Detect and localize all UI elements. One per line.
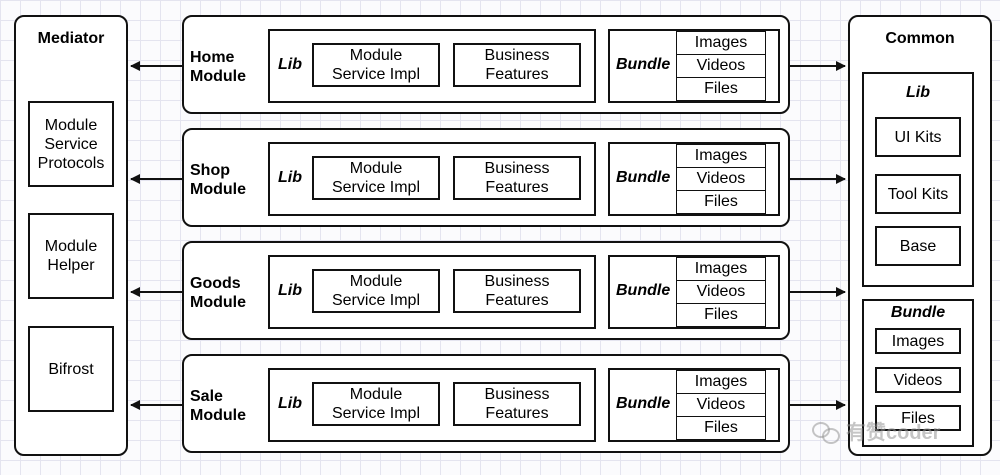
module-lib-box: Lib Module Service Impl Business Feature… — [268, 255, 596, 329]
watermark: 有赞coder — [812, 416, 940, 445]
module-bundle-item-images: Images — [676, 257, 766, 281]
module-bundle-item-files: Files — [676, 416, 766, 440]
common-bundle-box: Bundle Images Videos Files — [862, 299, 974, 447]
module-bundle-item-label: Images — [694, 34, 748, 51]
module-bundle-item-label: Files — [704, 193, 738, 210]
module-business-features-label: Business Features — [484, 273, 550, 309]
module-row: Goods Module Lib Module Service Impl Bus… — [182, 241, 790, 340]
module-lib-box: Lib Module Service Impl Business Feature… — [268, 142, 596, 216]
module-bundle-box: Bundle Images Videos Files — [608, 368, 780, 442]
common-bundle-item-files: Files — [875, 405, 961, 431]
module-business-features-label: Business Features — [484, 47, 550, 83]
common-bundle-label: Bundle — [890, 304, 946, 321]
module-bundle-box: Bundle Images Videos Files — [608, 29, 780, 103]
module-lib-label: Lib — [278, 56, 302, 73]
module-bundle-item-label: Videos — [696, 170, 746, 187]
mediator-item-label: Module Helper — [44, 238, 98, 274]
common-lib-item-base: Base — [875, 226, 961, 266]
module-bundle-item-label: Files — [704, 306, 738, 323]
common-lib-item-tool-kits: Tool Kits — [875, 174, 961, 214]
module-bundle-item-label: Images — [694, 260, 748, 277]
common-lib-box: Lib UI Kits Tool Kits Base — [862, 72, 974, 287]
mediator-item-bifrost: Bifrost — [28, 326, 114, 412]
module-bundle-item-videos: Videos — [676, 167, 766, 191]
common-lib-item-label: Tool Kits — [887, 185, 949, 203]
module-lib-box: Lib Module Service Impl Business Feature… — [268, 29, 596, 103]
common-panel: Common Lib UI Kits Tool Kits Base Bundle… — [848, 15, 992, 456]
module-bundle-box: Bundle Images Videos Files — [608, 255, 780, 329]
module-business-features: Business Features — [453, 382, 581, 426]
module-lib-label: Lib — [278, 169, 302, 186]
module-bundle-label: Bundle — [616, 169, 671, 186]
mediator-item-service-protocols: Module Service Protocols — [28, 101, 114, 187]
module-row: Shop Module Lib Module Service Impl Busi… — [182, 128, 790, 227]
common-lib-item-ui-kits: UI Kits — [875, 117, 961, 157]
module-bundle-item-label: Images — [694, 147, 748, 164]
module-bundle-item-label: Images — [694, 373, 748, 390]
module-name: Shop Module — [190, 162, 246, 198]
module-bundle-label: Bundle — [616, 282, 671, 299]
module-bundle-item-files: Files — [676, 303, 766, 327]
module-bundle-box: Bundle Images Videos Files — [608, 142, 780, 216]
module-business-features: Business Features — [453, 43, 581, 87]
common-lib-item-label: Base — [899, 237, 937, 255]
module-service-impl-label: Module Service Impl — [331, 273, 421, 309]
module-business-features-label: Business Features — [484, 160, 550, 196]
module-business-features: Business Features — [453, 156, 581, 200]
module-name: Home Module — [190, 49, 246, 85]
module-lib-label: Lib — [278, 395, 302, 412]
common-bundle-item-label: Files — [901, 409, 935, 427]
module-service-impl-label: Module Service Impl — [331, 160, 421, 196]
module-row: Home Module Lib Module Service Impl Busi… — [182, 15, 790, 114]
common-lib-item-label: UI Kits — [894, 128, 942, 146]
common-bundle-item-images: Images — [875, 328, 961, 354]
mediator-item-label: Bifrost — [48, 360, 94, 378]
module-bundle-item-files: Files — [676, 190, 766, 214]
module-bundle-item-label: Files — [704, 419, 738, 436]
module-bundle-item-videos: Videos — [676, 393, 766, 417]
common-title: Common — [885, 30, 955, 47]
common-lib-label: Lib — [906, 84, 930, 101]
module-name: Sale Module — [190, 388, 246, 424]
module-service-impl: Module Service Impl — [312, 43, 440, 87]
common-bundle-item-label: Videos — [893, 371, 943, 389]
module-bundle-item-files: Files — [676, 77, 766, 101]
common-bundle-item-videos: Videos — [875, 367, 961, 393]
module-bundle-item-images: Images — [676, 31, 766, 55]
module-row: Sale Module Lib Module Service Impl Busi… — [182, 354, 790, 453]
module-bundle-item-videos: Videos — [676, 54, 766, 78]
module-lib-label: Lib — [278, 282, 302, 299]
wechat-logo-icon — [812, 420, 842, 444]
common-bundle-item-label: Images — [891, 332, 945, 350]
mediator-title: Mediator — [37, 30, 105, 47]
module-business-features: Business Features — [453, 269, 581, 313]
module-bundle-item-label: Videos — [696, 57, 746, 74]
mediator-panel: Mediator Module Service Protocols Module… — [14, 15, 128, 456]
module-service-impl: Module Service Impl — [312, 382, 440, 426]
module-service-impl: Module Service Impl — [312, 269, 440, 313]
module-bundle-item-videos: Videos — [676, 280, 766, 304]
watermark-text: 有赞coder — [846, 422, 941, 444]
module-lib-box: Lib Module Service Impl Business Feature… — [268, 368, 596, 442]
module-bundle-label: Bundle — [616, 56, 671, 73]
module-bundle-item-label: Videos — [696, 283, 746, 300]
module-bundle-item-images: Images — [676, 370, 766, 394]
module-bundle-item-label: Videos — [696, 396, 746, 413]
module-bundle-item-images: Images — [676, 144, 766, 168]
module-bundle-item-label: Files — [704, 80, 738, 97]
module-service-impl: Module Service Impl — [312, 156, 440, 200]
module-service-impl-label: Module Service Impl — [331, 386, 421, 422]
module-service-impl-label: Module Service Impl — [331, 47, 421, 83]
module-name: Goods Module — [190, 275, 246, 311]
module-bundle-label: Bundle — [616, 395, 671, 412]
mediator-item-helper: Module Helper — [28, 213, 114, 299]
mediator-item-label: Module Service Protocols — [37, 116, 105, 172]
module-business-features-label: Business Features — [484, 386, 550, 422]
